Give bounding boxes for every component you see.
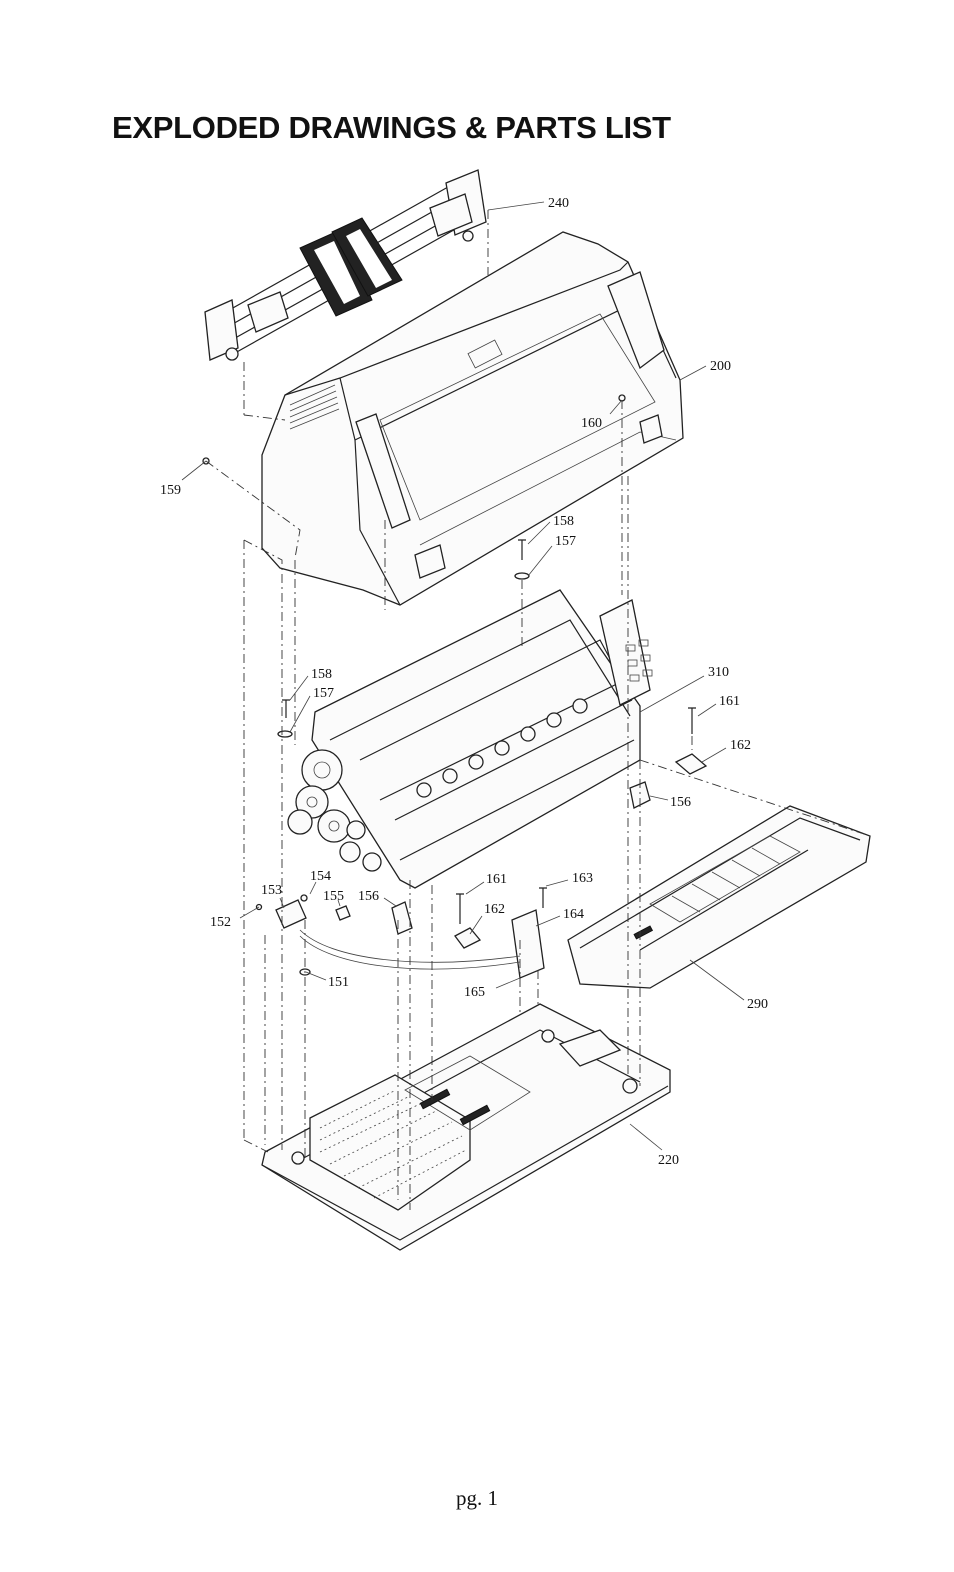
callout-162: 162 [484,902,505,917]
control-panel-buttons [625,639,653,682]
callout-152: 152 [210,915,231,930]
callout-161: 161 [486,872,507,887]
callout-240: 240 [548,196,569,211]
callout-153: 153 [261,883,282,898]
callout-160: 160 [581,416,602,431]
callout-154: 154 [310,869,331,884]
callout-157: 157 [313,686,334,701]
page-title: EXPLODED DRAWINGS & PARTS LIST [112,110,671,145]
callout-151: 151 [328,975,349,990]
vent-grille [289,384,340,430]
callout-155: 155 [323,889,344,904]
callout-162: 162 [730,738,751,753]
top-cover [261,231,684,606]
gear-train [287,749,382,872]
callout-labels: 240 200 160 159 158 157 158 157 310 161 … [160,196,768,1168]
callout-156: 156 [670,795,691,810]
page-number: pg. 1 [456,1486,498,1510]
printer-mechanism [287,589,653,889]
bottom-case [261,1003,671,1251]
callout-157: 157 [555,534,576,549]
callout-158: 158 [311,667,332,682]
callout-220: 220 [658,1153,679,1168]
callout-158: 158 [553,514,574,529]
callout-164: 164 [563,907,584,922]
tractor-feed-unit [204,169,487,361]
callout-310: 310 [708,665,729,680]
callout-165: 165 [464,985,485,1000]
callout-159: 159 [160,483,181,498]
callout-290: 290 [747,997,768,1012]
callout-163: 163 [572,871,593,886]
callout-200: 200 [710,359,731,374]
assembly-guide-lines [205,210,871,1210]
leader-lines [181,201,745,1151]
platen-rollers [416,698,588,798]
callout-156: 156 [358,889,379,904]
sheet-guide [567,805,871,989]
callout-161: 161 [719,694,740,709]
